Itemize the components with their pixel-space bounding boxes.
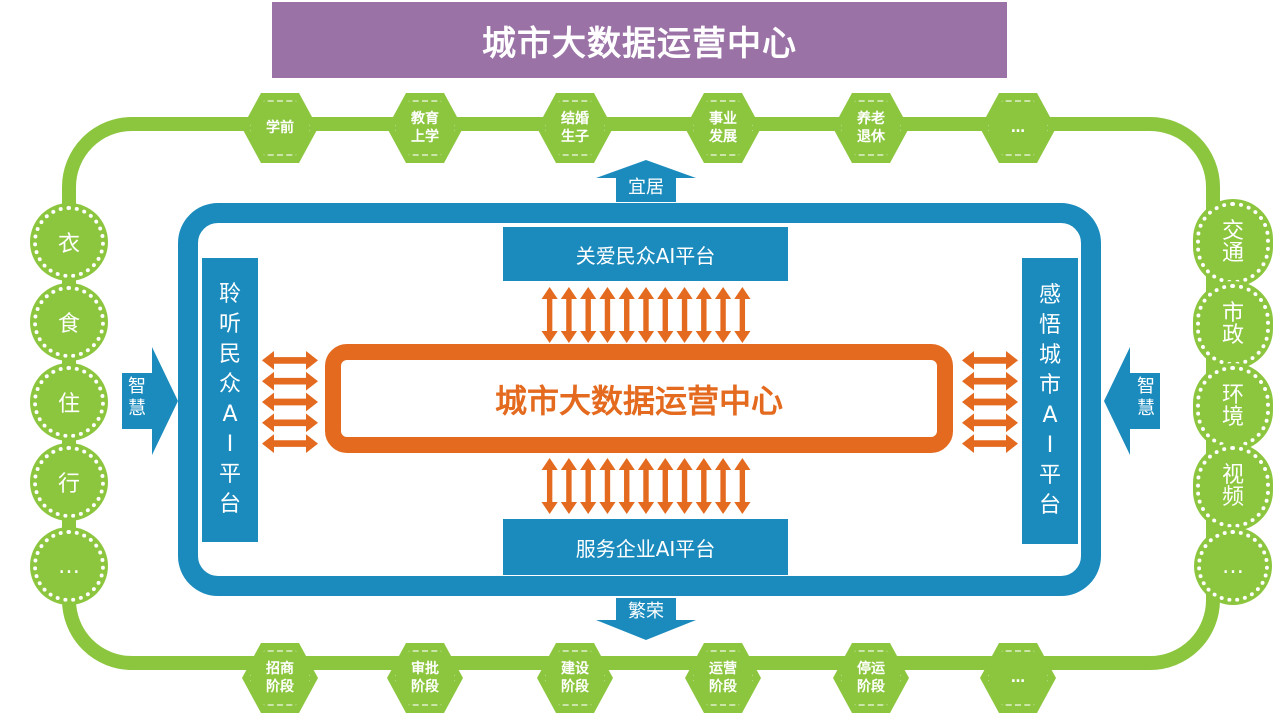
arrow-up-label: 宜居 bbox=[628, 177, 664, 198]
orange-double-arrow bbox=[262, 434, 318, 453]
orange-double-arrow bbox=[962, 434, 1018, 453]
orange-double-arrow bbox=[262, 351, 318, 370]
orange-double-arrow bbox=[676, 287, 693, 343]
orange-double-arrow bbox=[580, 287, 597, 343]
orange-double-arrow bbox=[637, 287, 655, 343]
platform-bottom: 服务企业AI平台 bbox=[503, 519, 788, 575]
orange-arrows-right bbox=[962, 351, 1018, 453]
orange-double-arrow bbox=[734, 458, 751, 514]
orange-double-arrow bbox=[599, 458, 616, 514]
gear-left-2: 住 bbox=[33, 366, 105, 438]
orange-arrows-bottom bbox=[541, 458, 751, 514]
orange-double-arrow bbox=[618, 287, 635, 343]
orange-double-arrow bbox=[560, 458, 578, 514]
orange-double-arrow bbox=[637, 458, 655, 514]
platform-top: 关爱民众AI平台 bbox=[503, 227, 788, 281]
gear-left-4: … bbox=[33, 530, 105, 602]
orange-double-arrow bbox=[657, 458, 674, 514]
hex-bottom-4: 停运 阶段 bbox=[833, 643, 909, 713]
center-ops-box: 城市大数据运营中心 bbox=[325, 344, 953, 453]
hex-top-4: 养老 退休 bbox=[833, 93, 909, 163]
orange-double-arrow bbox=[618, 458, 635, 514]
arrow-down-fanrong bbox=[596, 598, 696, 640]
orange-arrows-top bbox=[541, 287, 751, 343]
gear-left-0: 衣 bbox=[33, 206, 105, 278]
orange-double-arrow bbox=[962, 413, 1018, 433]
orange-double-arrow bbox=[657, 287, 674, 343]
page-title: 城市大数据运营中心 bbox=[272, 2, 1007, 78]
arrow-right-zhihui bbox=[122, 347, 178, 455]
orange-double-arrow bbox=[734, 287, 751, 343]
orange-double-arrow bbox=[541, 458, 558, 514]
gear-left-3: 行 bbox=[33, 446, 105, 518]
hex-bottom-2: 建设 阶段 bbox=[537, 643, 613, 713]
orange-double-arrow bbox=[262, 371, 318, 391]
gear-left-1: 食 bbox=[33, 286, 105, 358]
orange-arrows-left bbox=[262, 351, 318, 453]
arrow-left-zhihui bbox=[1104, 347, 1160, 455]
hex-bottom-1: 审批 阶段 bbox=[387, 643, 463, 713]
gear-right-0: 交通 bbox=[1196, 202, 1270, 284]
hex-bottom-0: 招商 阶段 bbox=[242, 643, 318, 713]
orange-double-arrow bbox=[262, 413, 318, 433]
orange-double-arrow bbox=[962, 392, 1018, 412]
orange-double-arrow bbox=[676, 458, 693, 514]
orange-double-arrow bbox=[962, 371, 1018, 391]
orange-double-arrow bbox=[262, 392, 318, 412]
orange-double-arrow bbox=[695, 458, 712, 514]
orange-double-arrow bbox=[962, 351, 1018, 370]
orange-double-arrow bbox=[580, 458, 597, 514]
hex-bottom-3: 运营 阶段 bbox=[685, 643, 761, 713]
gear-right-2: 环境 bbox=[1196, 366, 1270, 448]
arrow-down-label: 繁荣 bbox=[628, 601, 664, 622]
orange-double-arrow bbox=[599, 287, 616, 343]
orange-double-arrow bbox=[695, 287, 712, 343]
hex-top-2: 结婚 生子 bbox=[537, 93, 613, 163]
ai-platform-frame bbox=[178, 203, 1101, 596]
arrow-up-yiju bbox=[596, 160, 696, 202]
hex-top-3: 事业 发展 bbox=[685, 93, 761, 163]
arrow-left-label: 智慧 bbox=[128, 376, 146, 419]
orange-double-arrow bbox=[541, 287, 558, 343]
gear-right-4: … bbox=[1197, 530, 1269, 602]
orange-double-arrow bbox=[714, 458, 732, 514]
orange-double-arrow bbox=[714, 287, 732, 343]
gear-right-3: 视频 bbox=[1196, 446, 1270, 528]
orange-double-arrow bbox=[560, 287, 578, 343]
gear-right-1: 市政 bbox=[1196, 284, 1270, 366]
arrow-right-label: 智慧 bbox=[1137, 376, 1155, 419]
